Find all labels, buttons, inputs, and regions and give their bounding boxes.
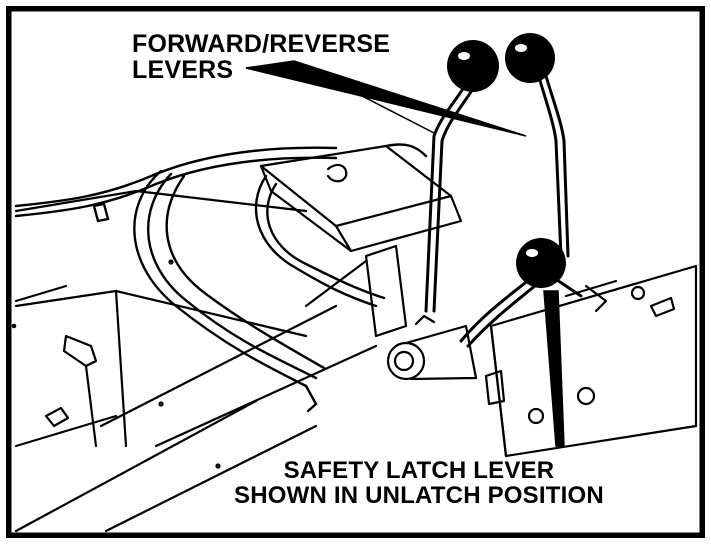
safety-latch-leader [543, 290, 565, 447]
leader-lines [245, 60, 565, 447]
forward-reverse-label-line-2: LEVERS [132, 56, 234, 85]
border [6, 6, 705, 538]
safety-latch-lever-label: SAFETY LATCH LEVER SHOWN IN UNLATCH POSI… [234, 457, 604, 510]
safety-latch-label-line-2: SHOWN IN UNLATCH POSITION [234, 482, 604, 510]
forward-lever-knob [447, 40, 499, 92]
reverse-lever-knob [505, 33, 555, 83]
forward-reverse-levers-label: FORWARD/REVERSE LEVERS [132, 31, 390, 84]
lever-knobs [447, 33, 566, 288]
safety-latch-knob [516, 238, 566, 288]
diagram-frame: FORWARD/REVERSE LEVERS SAFETY LATCH LEVE… [6, 6, 705, 538]
hydraulic-hoses [14, 143, 428, 413]
safety-latch-label-line-1: SAFETY LATCH LEVER [283, 457, 555, 484]
forward-reverse-leader [245, 60, 527, 137]
forward-reverse-label-line-1: FORWARD/REVERSE [132, 30, 391, 58]
machine-illustration [6, 6, 705, 538]
